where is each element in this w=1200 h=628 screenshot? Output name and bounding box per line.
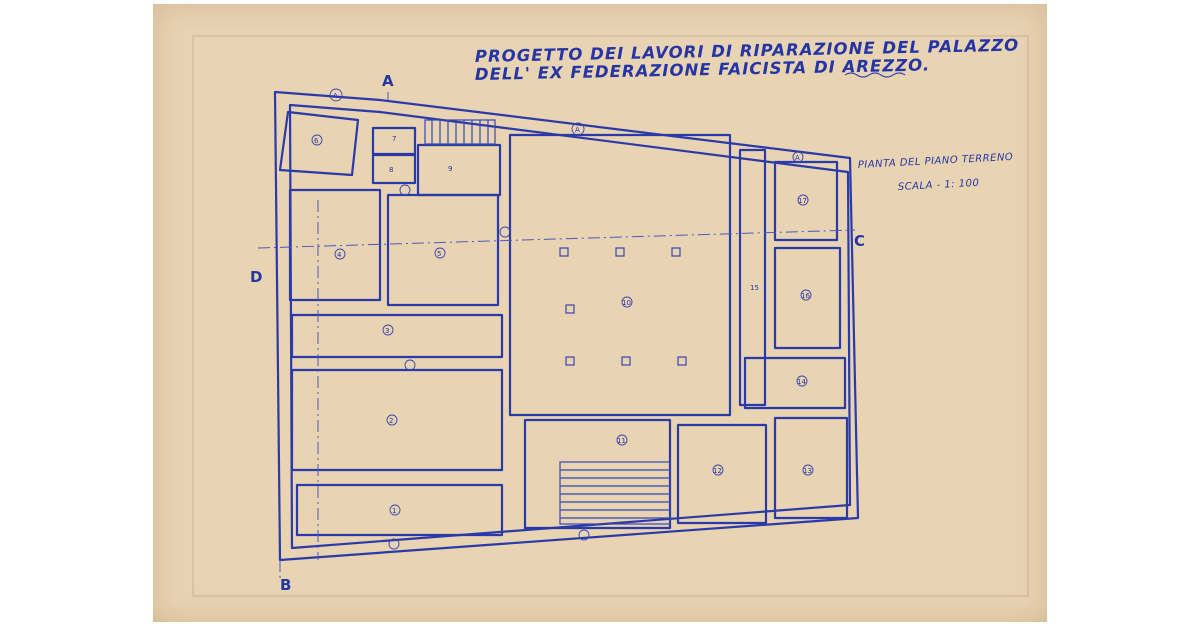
outer-wall — [273, 90, 860, 562]
section-line-cd — [257, 229, 856, 249]
subtitle-line-1: PIANTA DEL PIANO TERRENO — [858, 152, 1014, 171]
stair-lines — [431, 120, 489, 144]
room-3 — [290, 313, 504, 359]
section-line-ab — [279, 92, 389, 578]
room-label-2: 2 — [389, 417, 393, 425]
title-underline-squiggle — [844, 72, 906, 78]
room-6 — [278, 110, 360, 177]
stair-top — [424, 119, 496, 145]
room-17 — [773, 160, 839, 242]
room-1 — [295, 483, 504, 537]
room-label-15: 15 — [750, 284, 759, 292]
section-label-c: C — [854, 232, 865, 250]
room-label-4: 4 — [337, 251, 342, 259]
room-16 — [773, 246, 842, 350]
room-label-13: 13 — [803, 467, 812, 475]
section-label-b: B — [280, 576, 291, 594]
room-5 — [386, 193, 500, 307]
room-label-a-mid: A — [575, 126, 580, 134]
section-label-a: A — [382, 72, 394, 90]
corridor-right — [738, 148, 767, 407]
subtitle-line-2: SCALA - 1: 100 — [898, 178, 980, 193]
room-label-10: 10 — [622, 299, 631, 307]
room-label-a-left: A — [333, 92, 338, 100]
inner-wall-offset — [288, 103, 852, 550]
room-15 — [743, 356, 847, 410]
room-label-a-right: A — [795, 154, 800, 162]
room-label-11: 11 — [617, 437, 626, 445]
room-11 — [523, 418, 672, 530]
room-13 — [773, 416, 849, 520]
room-label-12: 12 — [713, 467, 722, 475]
room-markers — [311, 88, 814, 550]
central-hall — [508, 133, 732, 417]
room-label-3: 3 — [385, 327, 389, 335]
room-label-6: 6 — [314, 137, 319, 145]
room-label-9: 9 — [448, 165, 452, 173]
stair-bottom — [559, 461, 671, 525]
sheet-border — [192, 35, 1029, 597]
room-label-14: 14 — [797, 378, 806, 386]
room-12 — [676, 423, 768, 525]
room-4 — [288, 188, 382, 302]
hall-columns — [559, 247, 687, 366]
room-label-16: 16 — [801, 292, 810, 300]
room-label-1: 1 — [392, 507, 396, 515]
room-label-5: 5 — [437, 250, 441, 258]
room-label-8: 8 — [389, 166, 393, 174]
room-9 — [416, 143, 502, 197]
stair-bottom-lines — [560, 469, 670, 519]
room-8 — [371, 153, 417, 185]
room-label-7: 7 — [392, 135, 396, 143]
room-2 — [290, 368, 504, 472]
room-label-17: 17 — [798, 197, 807, 205]
section-label-d: D — [250, 268, 262, 286]
